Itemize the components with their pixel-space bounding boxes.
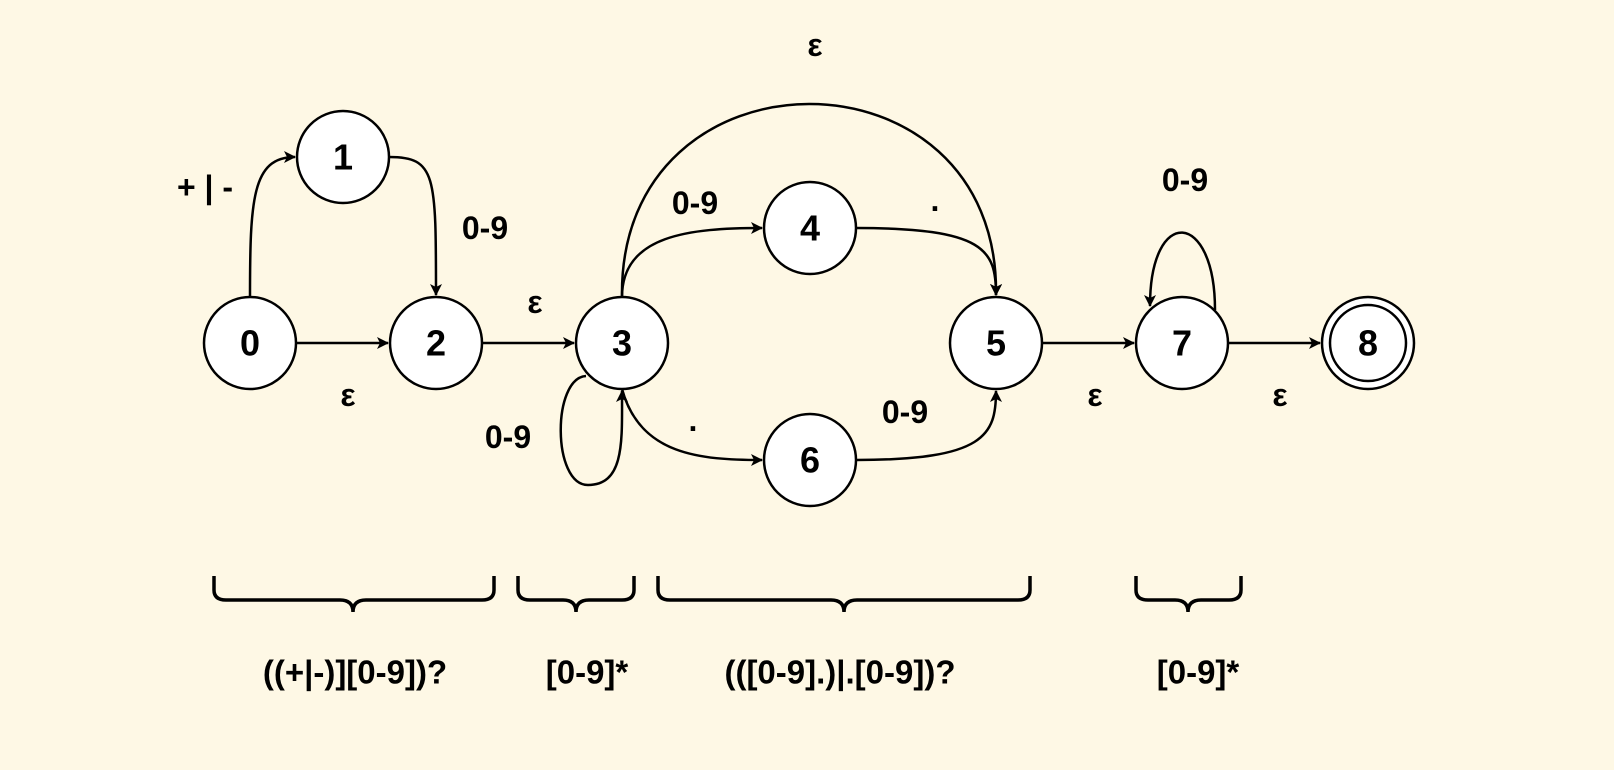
edge-label: 0-9: [672, 185, 718, 221]
edge-6-5: [855, 390, 1002, 462]
state-label: 6: [800, 440, 820, 481]
edge-label: ε: [527, 284, 542, 320]
state-label: 3: [612, 323, 632, 364]
edge-label: 0-9: [462, 210, 508, 246]
state-label: 5: [986, 323, 1006, 364]
state-1: 1: [295, 109, 391, 205]
segment-label: (([0-9].)|.[0-9])?: [724, 654, 955, 691]
brace: [516, 576, 636, 613]
state-label: 2: [426, 323, 446, 364]
edge-label: 0-9: [485, 419, 531, 455]
edge-label: 0-9: [882, 394, 928, 430]
edge-label: .: [931, 182, 940, 218]
state-3: 3: [574, 295, 670, 391]
state-4: 4: [762, 180, 858, 276]
state-label: 7: [1172, 323, 1192, 364]
state-label: 1: [333, 137, 353, 178]
state-8-accepting: 8: [1320, 295, 1416, 391]
brace: [212, 576, 496, 613]
edge-label: + | -: [177, 169, 233, 205]
edge-label: ε: [807, 27, 822, 63]
state-2: 2: [388, 295, 484, 391]
segment-label: [0-9]*: [1157, 654, 1240, 691]
state-label: 4: [800, 208, 820, 249]
edge-label: ε: [1087, 377, 1102, 413]
state-label: 8: [1358, 323, 1378, 364]
state-6: 6: [762, 412, 858, 508]
edge-3-4: [620, 222, 763, 298]
edge-label: ε: [340, 377, 355, 413]
edge-0-1: [248, 151, 296, 298]
state-7: 7: [1134, 295, 1230, 391]
segment-label: ((+|-)][0-9])?: [263, 654, 447, 691]
edge-7-7: [1144, 231, 1217, 311]
state-5: 5: [948, 295, 1044, 391]
edge-1-2: [388, 155, 442, 296]
edge-label: 0-9: [1162, 162, 1208, 198]
segment-label: [0-9]*: [546, 654, 629, 691]
edge-4-5: [855, 226, 1002, 296]
brace: [1134, 576, 1243, 613]
edge-3-6: [620, 388, 763, 466]
state-label: 0: [240, 323, 260, 364]
edge-3-3: [559, 374, 629, 487]
state-0: 0: [202, 295, 298, 391]
edge-3-5: [620, 102, 1003, 298]
edge-label: ε: [1272, 377, 1287, 413]
brace: [656, 576, 1032, 613]
edge-label: .: [689, 402, 698, 438]
